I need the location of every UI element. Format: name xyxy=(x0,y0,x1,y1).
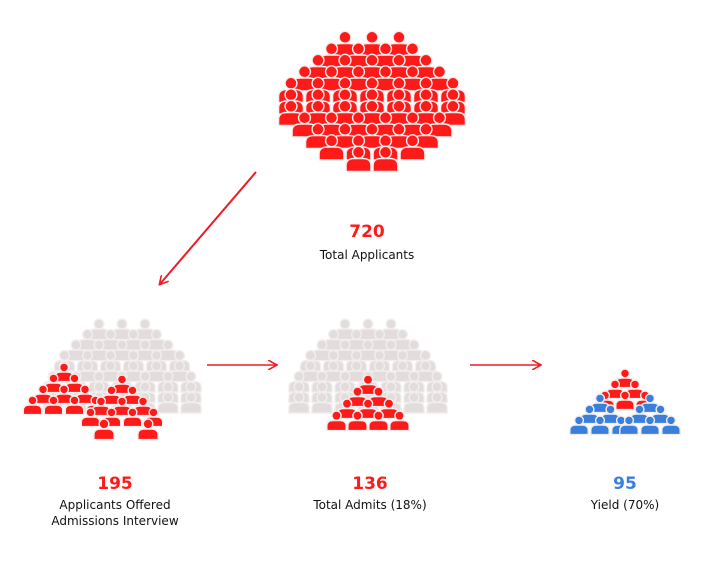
person-icon xyxy=(385,122,413,150)
interview-label-line1: Applicants Offered xyxy=(59,498,171,512)
person-icon xyxy=(64,395,85,416)
person-icon xyxy=(615,390,635,411)
interview-icon-group xyxy=(22,318,202,441)
person-icon xyxy=(403,381,425,404)
person-icon xyxy=(326,410,347,432)
person-icon xyxy=(137,418,159,441)
person-icon xyxy=(311,391,333,414)
person-icon xyxy=(33,384,53,405)
person-icon xyxy=(385,53,413,81)
admits-value: 136 xyxy=(352,474,388,494)
person-icon xyxy=(288,391,310,414)
person-icon xyxy=(288,370,310,393)
total-applicants-icon-group xyxy=(277,30,467,173)
person-icon xyxy=(122,328,145,351)
person-icon xyxy=(358,122,386,150)
person-icon xyxy=(331,122,359,150)
person-icon xyxy=(318,134,345,161)
person-icon xyxy=(318,65,345,92)
person-icon xyxy=(88,318,110,341)
person-icon xyxy=(399,134,426,161)
person-icon xyxy=(291,65,318,92)
person-icon xyxy=(93,418,115,441)
person-icon xyxy=(122,407,143,428)
person-icon xyxy=(331,53,359,81)
yield-value: 95 xyxy=(613,474,637,494)
person-icon xyxy=(358,99,386,127)
person-icon xyxy=(331,30,359,58)
person-icon xyxy=(277,99,305,127)
person-icon xyxy=(380,370,402,393)
person-icon xyxy=(168,360,191,383)
person-icon xyxy=(322,349,345,372)
person-icon xyxy=(426,370,448,393)
interview-value: 195 xyxy=(97,474,133,494)
person-icon xyxy=(640,415,660,436)
diagonal-arrow xyxy=(160,171,257,284)
person-icon xyxy=(304,122,332,150)
person-icon xyxy=(157,391,179,414)
person-icon xyxy=(368,410,389,432)
person-icon xyxy=(412,122,440,150)
person-icon xyxy=(180,391,202,414)
person-icon xyxy=(439,99,467,127)
person-icon xyxy=(358,30,386,58)
person-icon xyxy=(650,404,671,425)
person-icon xyxy=(372,145,399,173)
person-icon xyxy=(101,385,122,406)
total-applicants-value: 720 xyxy=(349,222,385,242)
yield-label: Yield (70%) xyxy=(590,498,660,512)
person-icon xyxy=(389,410,410,432)
person-icon xyxy=(112,374,132,395)
person-icon xyxy=(590,415,610,436)
person-icon xyxy=(76,360,99,383)
person-icon xyxy=(288,381,310,404)
person-icon xyxy=(345,145,372,173)
person-icon xyxy=(345,65,372,92)
interview-label-line2: Admissions Interview xyxy=(51,514,179,528)
person-icon xyxy=(403,391,425,414)
person-icon xyxy=(43,395,64,416)
person-icon xyxy=(368,386,389,408)
person-icon xyxy=(180,381,202,404)
person-icon xyxy=(661,415,681,436)
person-icon xyxy=(304,53,332,81)
person-icon xyxy=(391,328,414,351)
total-applicants-label: Total Applicants xyxy=(319,248,415,262)
yield-icon-group xyxy=(569,368,681,436)
person-icon xyxy=(619,415,639,436)
admits-icon-group xyxy=(288,318,448,432)
person-icon xyxy=(426,391,448,414)
person-icon xyxy=(91,396,111,417)
person-icon xyxy=(347,410,368,432)
person-icon xyxy=(625,379,645,400)
person-icon xyxy=(111,339,133,362)
person-icon xyxy=(399,65,426,92)
person-icon xyxy=(22,395,43,416)
person-icon xyxy=(569,415,589,436)
admits-label: Total Admits (18%) xyxy=(313,498,427,512)
